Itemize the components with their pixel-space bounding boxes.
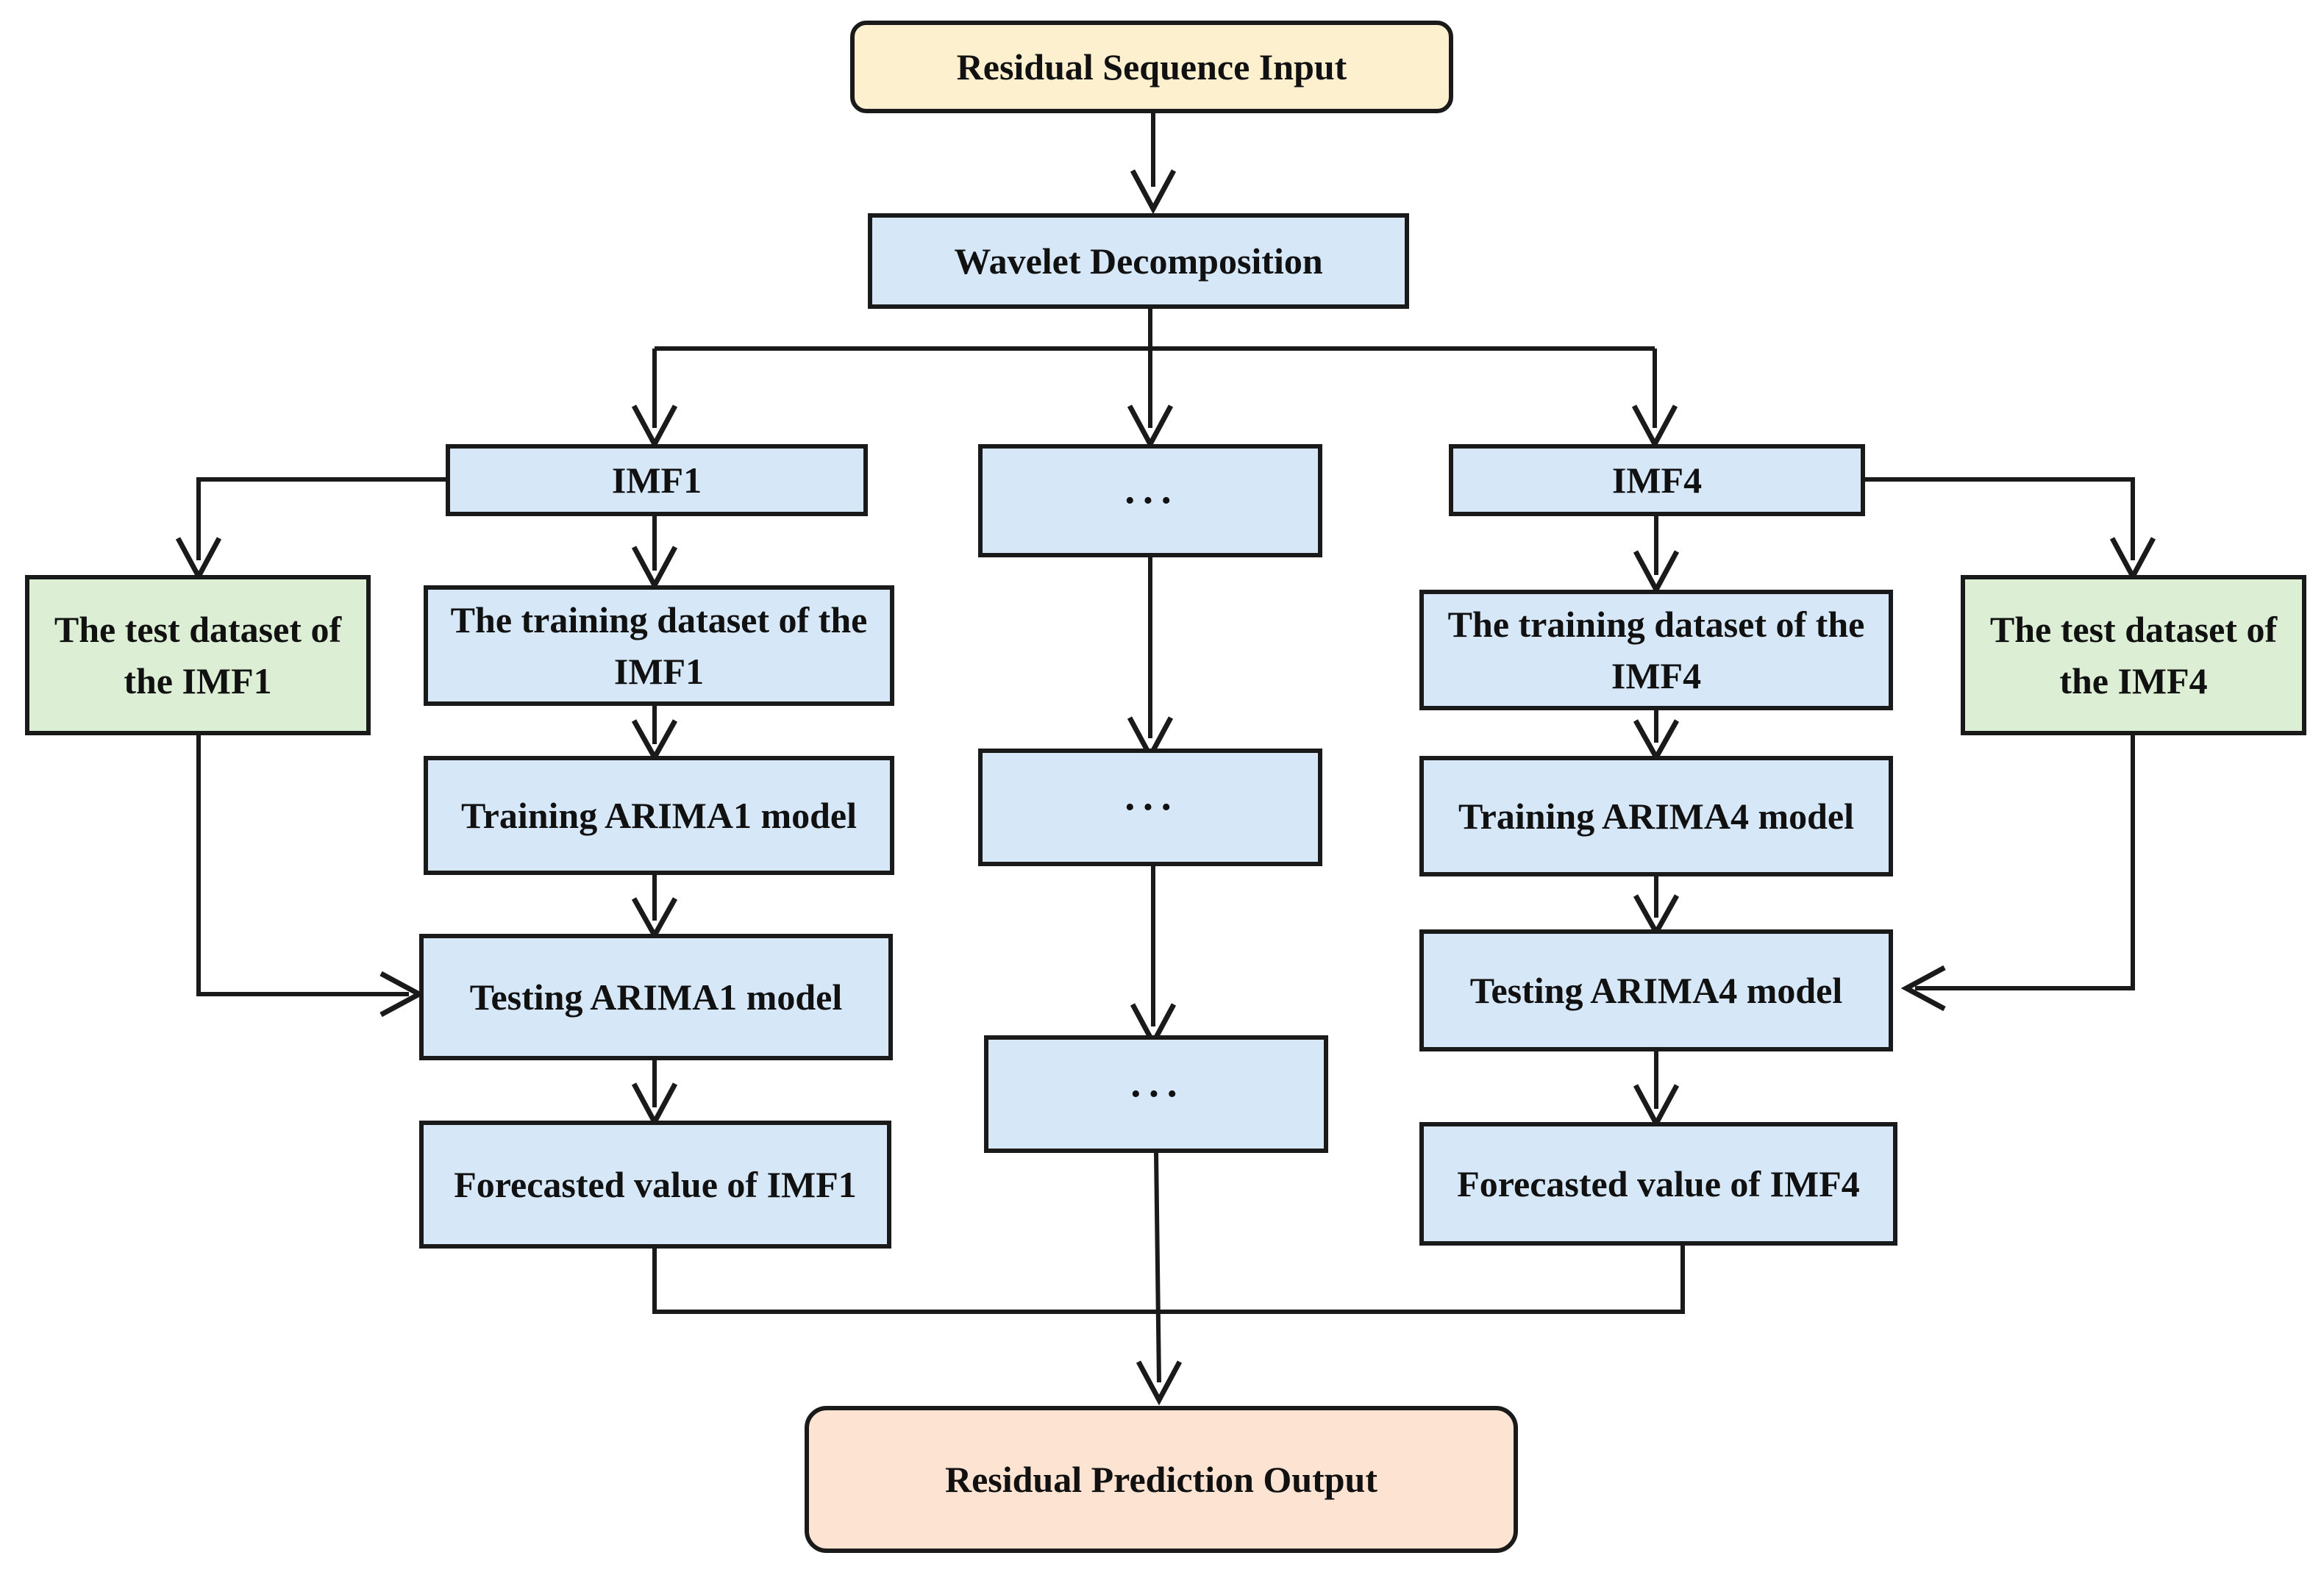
training-arima4-node: Training ARIMA4 model xyxy=(1419,756,1893,876)
testing-arima1-node: Testing ARIMA1 model xyxy=(419,934,893,1060)
edge-test4-to-test-model4 xyxy=(1915,734,2135,990)
forecast-imf4-node: Forecasted value of IMF4 xyxy=(1419,1122,1897,1246)
testing-arima4-node: Testing ARIMA4 model xyxy=(1419,929,1893,1051)
edge-test1-to-test-model1 xyxy=(196,734,409,996)
edge-imf1-to-test1 xyxy=(196,477,446,560)
test-dataset-imf4-node: The test dataset of the IMF4 xyxy=(1961,575,2306,735)
input-node: Residual Sequence Input xyxy=(850,21,1453,113)
edge-imf4-to-test4 xyxy=(1864,477,2135,560)
imf1-node: IMF1 xyxy=(446,444,868,516)
arrowhead-test4-side xyxy=(1900,965,1946,1012)
edge-middle3-to-output xyxy=(1154,1151,1161,1383)
training-dataset-imf1-node: The training dataset of the IMF1 xyxy=(424,585,894,706)
middle-node-2: ··· xyxy=(978,749,1322,866)
middle-node-3: ··· xyxy=(984,1035,1328,1153)
middle-node-1: ··· xyxy=(978,444,1322,557)
training-dataset-imf4-node: The training dataset of the IMF4 xyxy=(1419,590,1893,710)
forecast-imf1-node: Forecasted value of IMF1 xyxy=(419,1121,891,1249)
edge-merge-bar xyxy=(652,1244,1685,1314)
test-dataset-imf1-node: The test dataset of the IMF1 xyxy=(25,575,371,735)
arrowhead-output xyxy=(1136,1360,1183,1406)
wavelet-decomposition-node: Wavelet Decomposition xyxy=(868,213,1409,309)
arrowhead-decomposition xyxy=(1130,169,1177,215)
output-node: Residual Prediction Output xyxy=(805,1406,1518,1553)
training-arima1-node: Training ARIMA1 model xyxy=(424,756,894,875)
imf4-node: IMF4 xyxy=(1449,444,1865,516)
